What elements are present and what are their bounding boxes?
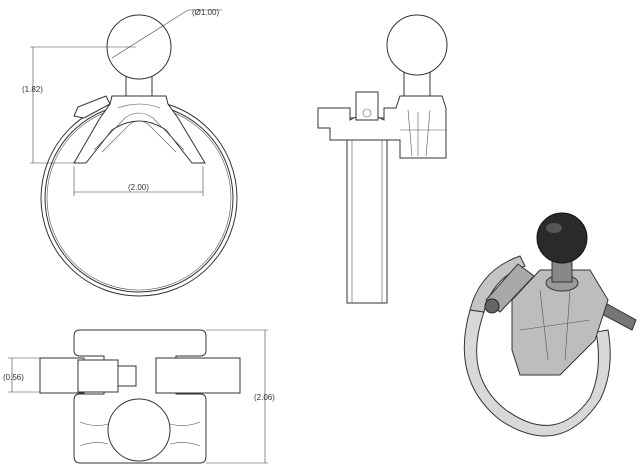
screw-head [117, 365, 137, 387]
ball-neck-side [403, 71, 431, 97]
band-left [39, 357, 85, 394]
band-iso [463, 309, 611, 437]
screw-side [355, 91, 379, 121]
band-right [155, 357, 241, 394]
dim-band-width-label: (0.56) [3, 373, 24, 382]
dim-ball-diameter-label: (Ø1.00) [192, 8, 219, 17]
band-side [346, 117, 388, 304]
screw-housing [73, 95, 111, 119]
side-view [317, 14, 448, 304]
ball-bottom [107, 398, 171, 462]
band-ring-outer [40, 99, 238, 297]
dim-width-label: (2.00) [128, 183, 149, 192]
bottom-view: (0.56) (2.06) [3, 329, 275, 464]
dim-depth-label: (2.06) [254, 393, 275, 402]
isometric-view [463, 212, 637, 437]
front-view: (1.82) (2.00) (Ø1.00) [22, 8, 238, 297]
dim-height-label: (1.82) [22, 85, 43, 94]
ball-side [386, 14, 448, 76]
screw-housing-bottom [77, 359, 119, 393]
ball-iso [536, 212, 588, 264]
clamp-side [317, 95, 447, 159]
